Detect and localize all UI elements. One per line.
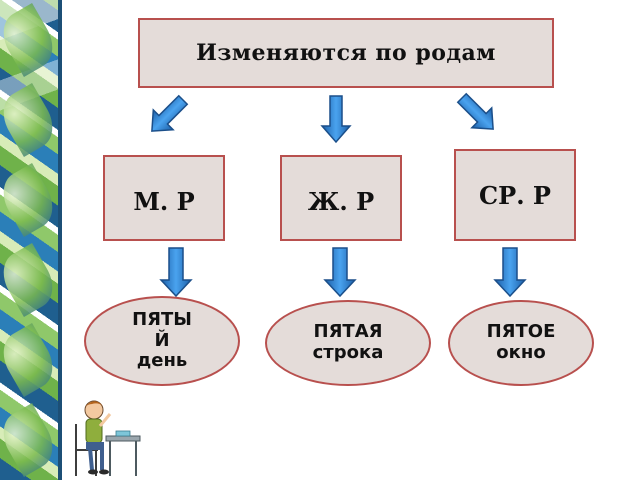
- arrow-to-example-masculine-icon: [159, 247, 193, 298]
- arrow-to-feminine-icon: [320, 95, 352, 144]
- root-node: Изменяются по родам: [138, 18, 554, 88]
- example-feminine-line1: ПЯТАЯ: [313, 321, 383, 343]
- example-neuter-line2: окно: [496, 342, 546, 363]
- schoolboy-at-desk-icon: [75, 400, 141, 476]
- gender-node-neuter: СР. Р: [454, 149, 576, 241]
- example-node-neuter: ПЯТОЕ окно: [448, 300, 594, 386]
- example-node-feminine: ПЯТАЯ строка: [265, 300, 431, 386]
- example-masculine-line1: ПЯТЫ: [132, 308, 192, 330]
- root-label: Изменяются по родам: [196, 40, 496, 66]
- arrow-to-example-neuter-icon: [493, 247, 527, 298]
- example-node-masculine: ПЯТЫ Й день: [84, 296, 240, 386]
- arrow-to-masculine-icon: [151, 94, 189, 132]
- border-rule: [58, 0, 62, 480]
- gender-label-feminine: Ж. Р: [307, 186, 375, 216]
- example-neuter-line1: ПЯТОЕ: [486, 321, 556, 343]
- example-masculine-line2: Й: [154, 329, 170, 351]
- arrow-to-example-feminine-icon: [323, 247, 357, 298]
- gender-node-masculine: М. Р: [103, 155, 225, 241]
- gender-label-masculine: М. Р: [133, 186, 195, 216]
- example-feminine-line2: строка: [312, 342, 384, 363]
- gender-node-feminine: Ж. Р: [280, 155, 402, 241]
- arrow-to-neuter-icon: [456, 92, 494, 130]
- gender-label-neuter: СР. Р: [479, 181, 551, 210]
- decorative-border: [0, 0, 63, 480]
- example-masculine-line3: день: [136, 350, 188, 372]
